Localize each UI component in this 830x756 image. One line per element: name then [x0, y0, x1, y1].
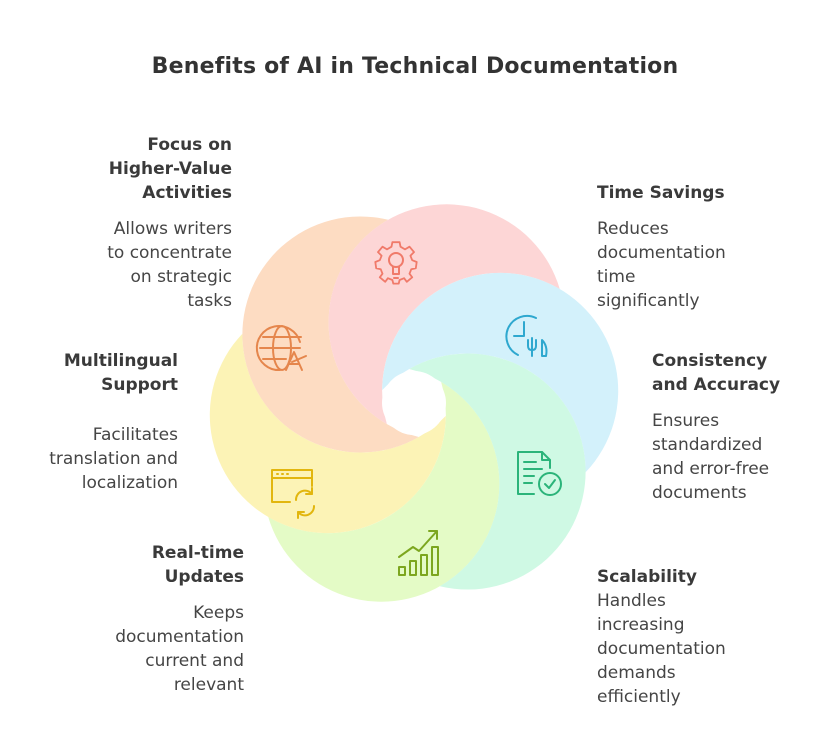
time-desc-line: time	[597, 267, 636, 287]
realtime-desc-line: current and	[145, 651, 244, 671]
consistency-heading-line: and Accuracy	[652, 375, 781, 395]
multilingual-desc-line: translation and	[49, 449, 178, 469]
time-desc-line: Reduces	[597, 219, 669, 239]
multilingual-description: Facilitates translation and localization	[49, 423, 178, 495]
page-title: Benefits of AI in Technical Documentatio…	[151, 54, 679, 79]
multilingual-petal	[242, 216, 419, 453]
multilingual-desc-line: localization	[81, 473, 178, 493]
time-heading: Time Savings	[597, 181, 726, 205]
scalability-petal	[268, 381, 500, 602]
multilingual-heading-line: Support	[101, 375, 178, 395]
document-check-icon	[517, 451, 562, 496]
scalability-desc-line: demands	[597, 663, 676, 683]
realtime-description: Keeps documentation current and relevant	[115, 601, 244, 697]
browser-refresh-icon	[271, 469, 316, 519]
realtime-desc-line: documentation	[115, 627, 244, 647]
focus-heading-line: Focus on	[147, 135, 232, 155]
consistency-desc-line: standardized	[652, 435, 763, 455]
consistency-heading-line: Consistency	[652, 351, 768, 371]
focus-desc-line: Allows writers	[113, 219, 232, 239]
consistency-petal	[409, 353, 586, 590]
time-block: Time Savings Reduces documentation time …	[597, 181, 726, 313]
realtime-desc-line: Keeps	[193, 603, 244, 623]
focus-description: Allows writers to concentrate on strateg…	[107, 217, 232, 313]
realtime-desc-line: relevant	[173, 675, 244, 695]
focus-petal	[328, 204, 560, 425]
scalability-desc-line: Handles	[597, 591, 666, 611]
consistency-description: Ensures standardized and error-free docu…	[652, 409, 780, 505]
focus-desc-line: on strategic	[130, 267, 233, 287]
consistency-block: Consistency and Accuracy Ensures standar…	[652, 349, 780, 505]
scalability-desc-line: increasing	[597, 615, 685, 635]
consistency-desc-line: documents	[652, 483, 747, 503]
multilingual-block: Multilingual Support Facilitates transla…	[49, 349, 178, 495]
focus-desc-line: tasks	[187, 291, 232, 311]
gear-bulb-icon	[374, 241, 418, 285]
focus-heading-line: Higher-Value	[108, 159, 232, 179]
consistency-desc-line: Ensures	[652, 411, 720, 431]
time-heading-line: Time Savings	[597, 183, 725, 203]
realtime-block: Real-time Updates Keeps documentation cu…	[115, 541, 244, 697]
scalability-heading-line: Scalability	[597, 567, 697, 587]
consistency-heading: Consistency and Accuracy	[652, 349, 780, 397]
realtime-heading: Real-time Updates	[115, 541, 244, 589]
diagram-center	[382, 371, 446, 435]
growth-chart-icon	[398, 530, 439, 576]
multilingual-desc-line: Facilitates	[92, 425, 178, 445]
scalability-desc-line: documentation	[597, 639, 726, 659]
realtime-petal	[209, 333, 446, 534]
globe-translate-icon	[255, 325, 307, 372]
scalability-description: Handles increasing documentation demands…	[597, 589, 726, 709]
realtime-heading-line: Updates	[164, 567, 244, 587]
time-desc-line: documentation	[597, 243, 726, 263]
focus-heading-line: Activities	[142, 183, 232, 203]
time-description: Reduces documentation time significantly	[597, 217, 726, 313]
multilingual-heading: Multilingual Support	[49, 349, 178, 397]
consistency-desc-line: and error-free	[652, 459, 770, 479]
focus-heading: Focus on Higher-Value Activities	[107, 133, 232, 205]
time-petal	[382, 272, 619, 473]
focus-desc-line: to concentrate	[107, 243, 232, 263]
focus-block: Focus on Higher-Value Activities Allows …	[107, 133, 232, 313]
scalability-heading: Scalability	[597, 565, 726, 589]
scalability-desc-line: efficiently	[597, 687, 681, 707]
realtime-heading-line: Real-time	[151, 543, 244, 563]
multilingual-heading-line: Multilingual	[63, 351, 178, 371]
clock-hands-icon	[505, 314, 548, 357]
scalability-block: Scalability Handles increasing documenta…	[597, 565, 726, 709]
time-desc-line: significantly	[597, 291, 700, 311]
